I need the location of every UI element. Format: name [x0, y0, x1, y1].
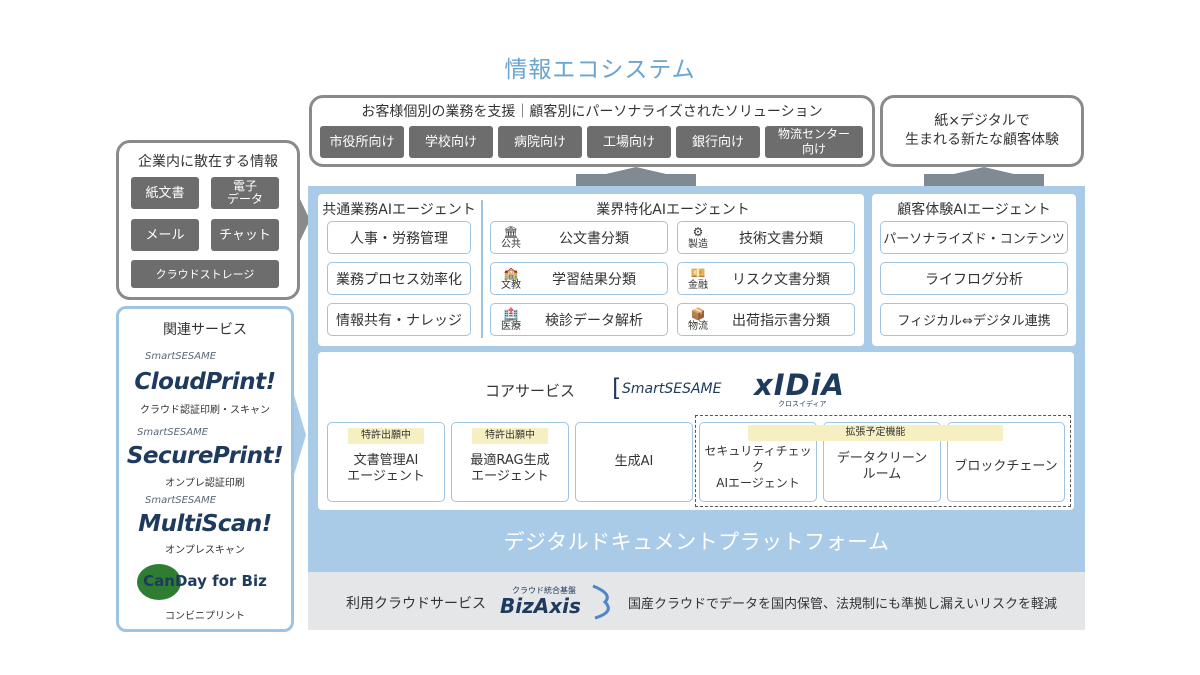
- core-heading: コアサービス: [484, 382, 575, 400]
- common-agent-hr: 人事・労務管理: [327, 221, 471, 254]
- industry-label: 学習結果分類: [552, 271, 636, 288]
- page-title: 情報エコシステム: [504, 57, 696, 83]
- industry-agent-item: 🏥医療 検診データ解析: [490, 303, 668, 336]
- arrow-right-icon: [298, 195, 310, 245]
- multiscan-prefix: SmartSESAME: [145, 495, 217, 506]
- industry-tag: 製造: [688, 239, 708, 250]
- cx-agent-personalized: パーソナライズド・コンテンツ: [880, 221, 1068, 254]
- cloudprint-sub: クラウド認証印刷・スキャン: [140, 405, 270, 416]
- arrow-up-right-icon: [924, 167, 1044, 181]
- industry-agent-heading: 業界特化AIエージェント: [596, 202, 750, 218]
- industry-label: リスク文書分類: [732, 271, 830, 288]
- scattered-heading: 企業内に散在する情報: [138, 154, 278, 170]
- solution-hospital: 病院向け: [498, 126, 582, 158]
- arrow-up-left-icon: [576, 167, 696, 181]
- expansion-band: [748, 425, 1003, 441]
- related-arrow-icon: [294, 395, 306, 475]
- industry-label: 検診データ解析: [545, 312, 643, 329]
- school-icon: 🏫文教: [497, 266, 525, 291]
- cloud-strip: [308, 572, 1085, 630]
- platform-label: デジタルドキュメントプラットフォーム: [503, 530, 890, 554]
- industry-agent-item: 🏛公共 公文書分類: [490, 221, 668, 254]
- experience-box: 紙×デジタルで 生まれる新たな顧客体験: [880, 95, 1084, 167]
- industry-agent-item: 💴金融 リスク文書分類: [677, 262, 855, 295]
- solution-city-hall: 市役所向け: [320, 126, 404, 158]
- xidia-brand-prefix: SmartSESAME: [622, 381, 722, 397]
- expansion-area: [695, 415, 1071, 507]
- related-heading: 関連サービス: [163, 322, 247, 338]
- cloud-label: 利用クラウドサービス: [346, 596, 486, 612]
- industry-label: 技術文書分類: [739, 230, 823, 247]
- multiscan-sub: オンプレスキャン: [165, 545, 245, 556]
- building-icon: 🏛公共: [497, 225, 525, 250]
- cloud-description: 国産クラウドでデータを国内保管、法規制にも準拠し漏えいリスクを軽減: [628, 597, 1058, 612]
- solution-factory: 工場向け: [587, 126, 671, 158]
- industry-label: 出荷指示書分類: [732, 312, 830, 329]
- bizaxis-swoosh-icon: [592, 584, 610, 620]
- industry-symbol: 🏛: [503, 225, 519, 239]
- industry-tag: 物流: [688, 321, 708, 332]
- industry-agent-item: 📦物流 出荷指示書分類: [677, 303, 855, 336]
- solutions-box: お客様個別の業務を支援｜顧客別にパーソナライズされたソリューション 市役所向け …: [309, 95, 875, 167]
- industry-symbol: 💴: [690, 266, 706, 280]
- industry-agent-item: ⚙製造 技術文書分類: [677, 221, 855, 254]
- related-services-box: 関連サービス SmartSESAME CloudPrint! クラウド認証印刷・…: [116, 306, 294, 632]
- canday-logo-icon: [137, 564, 181, 600]
- cloudprint-prefix: SmartSESAME: [145, 351, 217, 362]
- xidia-brand-kana: クロスイディア: [778, 400, 827, 408]
- cx-agent-physical-digital: フィジカル⇔デジタル連携: [880, 303, 1068, 336]
- cx-agent-lifelog: ライフログ分析: [880, 262, 1068, 295]
- box-icon: 📦物流: [684, 307, 712, 332]
- agent-divider: [481, 200, 483, 338]
- canday-name: CanDay for Biz: [143, 572, 267, 590]
- common-agent-process: 業務プロセス効率化: [327, 262, 471, 295]
- secureprint-sub: オンプレ認証印刷: [165, 478, 245, 489]
- experience-text: 紙×デジタルで 生まれる新たな顧客体験: [905, 113, 1059, 148]
- canday-sub: コンビニプリント: [165, 611, 245, 622]
- cx-agent-heading: 顧客体験AIエージェント: [897, 202, 1051, 218]
- industry-agent-item: 🏫文教 学習結果分類: [490, 262, 668, 295]
- common-agent-heading: 共通業務AIエージェント: [322, 202, 476, 218]
- solution-school: 学校向け: [409, 126, 493, 158]
- core-generative-ai: 生成AI: [575, 422, 693, 502]
- industry-tag: 金融: [688, 280, 708, 291]
- multiscan-name: MultiScan!: [138, 511, 272, 537]
- email: メール: [131, 219, 199, 251]
- expansion-badge: 拡張予定機能: [845, 427, 906, 438]
- paper-documents: 紙文書: [131, 177, 199, 209]
- xidia-bracket-icon: [: [612, 374, 622, 402]
- xidia-logo: [ SmartSESAME xIDiA クロスイディア: [612, 368, 862, 408]
- solutions-heading: お客様個別の業務を支援｜顧客別にパーソナライズされたソリューション: [361, 104, 823, 120]
- industry-label: 公文書分類: [559, 230, 629, 247]
- robot-arm-icon: ⚙製造: [684, 225, 712, 250]
- industry-tag: 医療: [501, 321, 521, 332]
- chat: チャット: [211, 219, 279, 251]
- industry-symbol: 📦: [690, 307, 706, 321]
- industry-symbol: 🏥: [503, 307, 519, 321]
- bizaxis-brand-small: クラウド統合基盤: [512, 586, 576, 595]
- cloudprint-name: CloudPrint!: [134, 369, 276, 395]
- xidia-brand-main: xIDiA: [754, 368, 845, 402]
- patent-badge-1: 特許出願中: [348, 428, 424, 444]
- secureprint-prefix: SmartSESAME: [137, 427, 209, 438]
- industry-tag: 公共: [501, 239, 521, 250]
- bizaxis-brand: BizAxis: [500, 594, 581, 618]
- patent-badge-2: 特許出願中: [472, 428, 548, 444]
- cloud-storage: クラウドストレージ: [131, 260, 279, 288]
- electronic-data: 電子 データ: [211, 177, 279, 209]
- industry-tag: 文教: [501, 280, 521, 291]
- solution-logistics: 物流センター 向け: [765, 126, 863, 158]
- secureprint-name: SecurePrint!: [126, 443, 284, 469]
- scattered-info-box: 企業内に散在する情報 紙文書 電子 データ メール チャット クラウドストレージ: [116, 140, 300, 300]
- money-icon: 💴金融: [684, 266, 712, 291]
- industry-symbol: ⚙: [692, 225, 704, 239]
- solution-bank: 銀行向け: [676, 126, 760, 158]
- industry-symbol: 🏫: [503, 266, 519, 280]
- common-agent-knowledge: 情報共有・ナレッジ: [327, 303, 471, 336]
- hospital-icon: 🏥医療: [497, 307, 525, 332]
